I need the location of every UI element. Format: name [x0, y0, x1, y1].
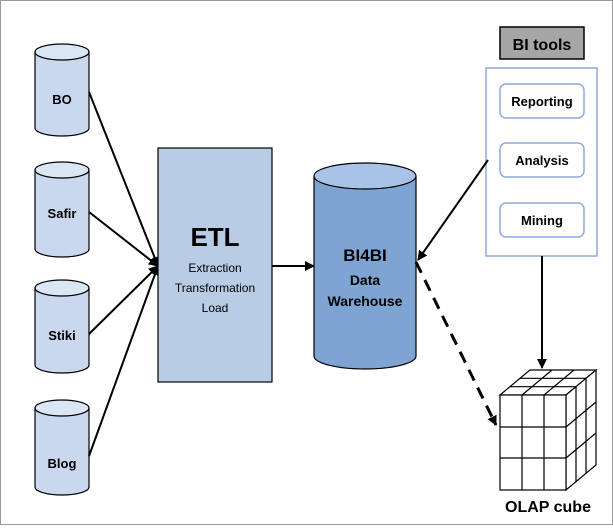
warehouse-line-warehouse: Warehouse — [328, 293, 403, 309]
bi-tools-header: BI tools — [499, 26, 585, 60]
data-warehouse-cylinder: BI4BI Data Warehouse — [313, 162, 417, 370]
source-cylinder-safir: Safir — [34, 161, 90, 258]
arrow-safir-to-etl — [88, 211, 159, 267]
bi-tool-label-mining: Mining — [521, 213, 563, 228]
arrow-warehouse-to-olap-dashed — [414, 261, 498, 426]
source-cylinder-blog: Blog — [34, 399, 90, 496]
source-cylinder-stiki: Stiki — [34, 279, 90, 374]
warehouse-line-bi4bi: BI4BI — [343, 246, 386, 265]
arrow-blog-to-etl — [88, 265, 160, 457]
arrow-stiki-to-etl — [88, 265, 159, 335]
bi-tool-label-reporting: Reporting — [511, 94, 572, 109]
source-label-bo: BO — [52, 92, 72, 107]
bi-tool-mining: Mining — [499, 202, 585, 238]
olap-cube-label: OLAP cube — [505, 499, 591, 516]
bi-tool-analysis: Analysis — [499, 142, 585, 178]
etl-line-extraction: Extraction — [188, 261, 241, 275]
bi-tool-label-analysis: Analysis — [515, 153, 568, 168]
etl-title: ETL — [190, 222, 239, 252]
source-cylinder-bo: BO — [34, 43, 90, 137]
warehouse-line-data: Data — [350, 272, 381, 288]
source-label-blog: Blog — [48, 456, 77, 471]
etl-box: ETL Extraction Transformation Load — [157, 147, 273, 383]
source-label-stiki: Stiki — [48, 328, 75, 343]
bi-tool-reporting: Reporting — [499, 83, 585, 119]
etl-line-load: Load — [202, 301, 229, 315]
arrow-bo-to-etl — [88, 91, 160, 267]
olap-cube-icon — [498, 368, 598, 492]
bi-tools-title: BI tools — [513, 37, 572, 54]
source-label-safir: Safir — [48, 206, 77, 221]
arrow-bi-tools-to-warehouse — [417, 159, 489, 261]
etl-line-transformation: Transformation — [175, 281, 255, 295]
